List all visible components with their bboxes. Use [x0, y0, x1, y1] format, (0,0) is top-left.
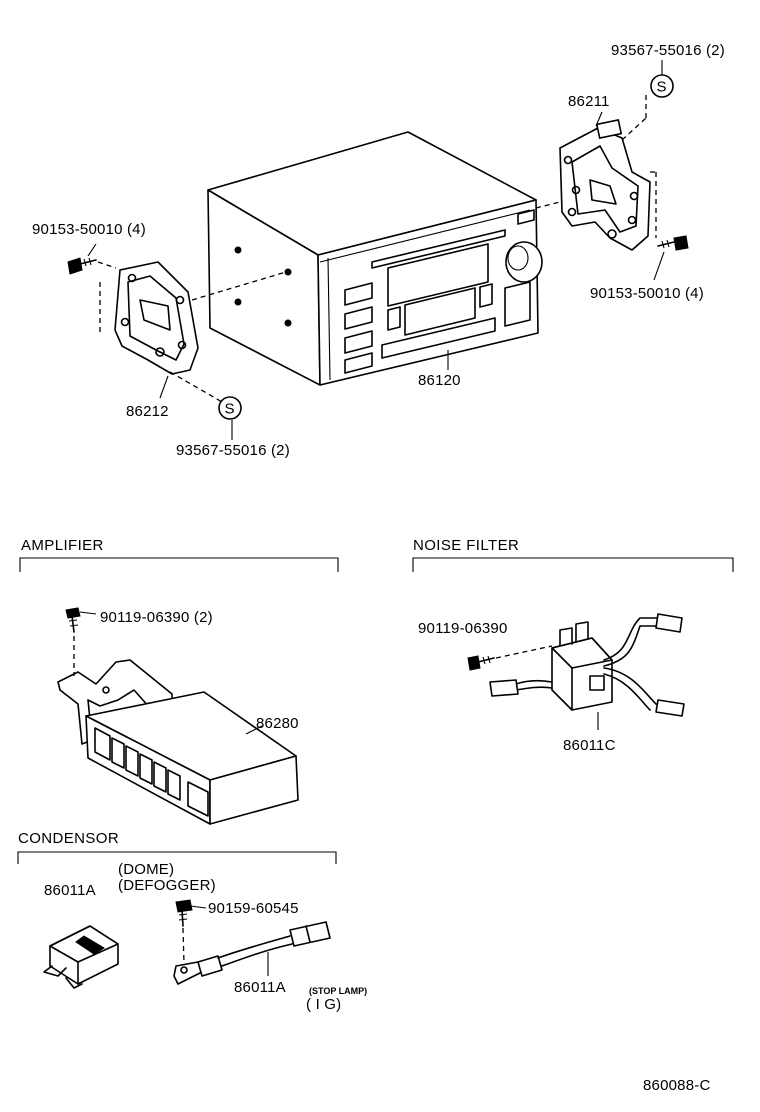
noise-filter-section-title: NOISE FILTER [413, 537, 520, 554]
condensor-note-defogger: (DEFOGGER) [118, 877, 216, 894]
nut-left-label: 93567-55016 (2) [176, 442, 290, 459]
bracket-86211 [559, 111, 651, 251]
amplifier-part-label: 86280 [256, 715, 299, 732]
diagram-reference-number: 860088-C [643, 1077, 711, 1094]
condensor-note-stop-lamp: (STOP LAMP) [309, 986, 368, 996]
amplifier-unit [57, 607, 299, 825]
nut-right-symbol: S [657, 79, 667, 96]
noise-filter-unit [467, 613, 685, 730]
bracket-left-label: 86212 [126, 403, 169, 420]
condensor-section-title: CONDENSOR [18, 830, 120, 847]
condensor-right [173, 899, 331, 985]
nut-right-label: 93567-55016 (2) [611, 42, 725, 59]
screw-right [653, 235, 689, 281]
amplifier-bolt-label: 90119-06390 (2) [100, 609, 213, 626]
noise-filter-bolt-label: 90119-06390 [418, 620, 508, 637]
condensor-note-ig: ( I G) [306, 996, 342, 1013]
nut-left-s: S [218, 396, 242, 440]
radio-unit [207, 131, 543, 386]
condensor-left-part-label: 86011A [44, 882, 96, 899]
nut-left-symbol: S [225, 401, 235, 418]
amplifier-section-title: AMPLIFIER [21, 537, 104, 554]
radio-part-label: 86120 [418, 372, 461, 389]
bracket-86212 [114, 261, 199, 399]
bracket-right-label: 86211 [568, 93, 610, 110]
condensor-right-part-label: 86011A [234, 979, 286, 996]
noise-filter-part-label: 86011C [563, 737, 616, 754]
condensor-left [43, 925, 119, 989]
section-rules [17, 557, 734, 864]
screw-right-label: 90153-50010 (4) [590, 285, 704, 302]
nut-right-s: S [650, 60, 674, 98]
condensor-note-dome: (DOME) [118, 861, 175, 878]
condensor-bolt-label: 90159-60545 [208, 900, 299, 917]
screw-left [67, 243, 97, 275]
screw-left-label: 90153-50010 (4) [32, 221, 146, 238]
